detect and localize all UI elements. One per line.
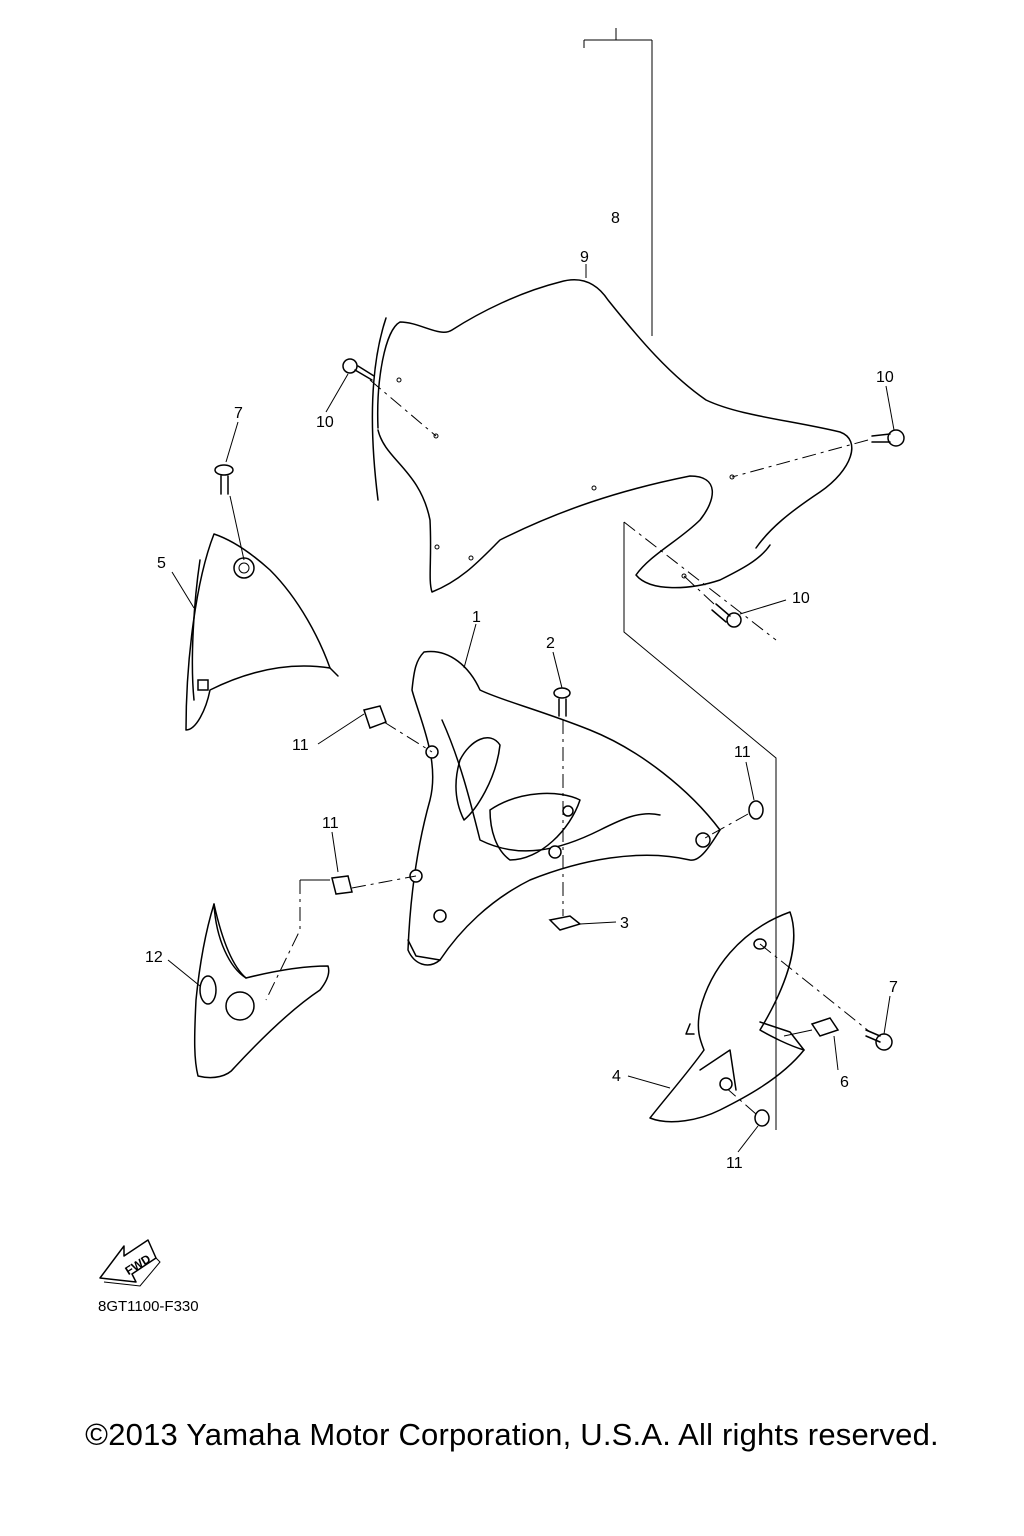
clip-6 — [783, 1017, 840, 1037]
callout-10-right: 10 — [876, 369, 894, 386]
screw-7-left — [214, 464, 245, 561]
screw-10-right — [731, 429, 905, 478]
screw-2 — [553, 687, 571, 916]
callout-6: 6 — [840, 1074, 849, 1091]
callout-10-bottom: 10 — [792, 590, 810, 607]
screw-10-top-left — [342, 358, 437, 437]
callout-bracket-8-9 — [583, 28, 653, 336]
callout-4: 4 — [612, 1068, 621, 1085]
callout-2: 2 — [546, 635, 555, 652]
callout-3: 3 — [620, 915, 629, 932]
part-5-side-panel-left — [185, 533, 339, 731]
callout-1: 1 — [472, 609, 481, 626]
nut-3 — [548, 915, 582, 931]
callout-7-left: 7 — [234, 405, 243, 422]
screw-10-bottom — [683, 575, 742, 628]
copyright-notice: ©2013 Yamaha Motor Corporation, U.S.A. A… — [85, 1417, 939, 1452]
leader-to-part-4 — [623, 521, 777, 1130]
diagram-code: 8GT1100-F330 — [98, 1298, 199, 1315]
part-1-center-cowling — [407, 650, 721, 966]
part-4-side-panel-right — [649, 911, 871, 1123]
callout-7-right: 7 — [889, 979, 898, 996]
fwd-arrow-icon: FWD — [99, 1239, 161, 1287]
callout-11-upper-left: 11 — [292, 737, 309, 754]
callout-5: 5 — [157, 555, 166, 572]
part-12-lower-cover — [193, 879, 330, 1079]
callout-11-bottom: 11 — [726, 1155, 743, 1172]
fwd-badge-text: FWD — [123, 1251, 154, 1278]
windshield — [371, 279, 853, 593]
callout-9: 9 — [580, 249, 589, 266]
callout-11-right: 11 — [734, 744, 751, 761]
collar-11-bottom — [723, 1085, 770, 1127]
screw-7-right — [865, 1029, 893, 1051]
collar-11-right — [704, 800, 764, 839]
callout-12: 12 — [145, 949, 163, 966]
collar-11-left — [331, 875, 417, 895]
callout-8: 8 — [611, 210, 620, 227]
callout-10-left: 10 — [316, 414, 334, 431]
callout-11-left: 11 — [322, 815, 339, 832]
callout-leaders — [167, 373, 895, 1153]
collar-11-upper-left — [363, 705, 433, 753]
